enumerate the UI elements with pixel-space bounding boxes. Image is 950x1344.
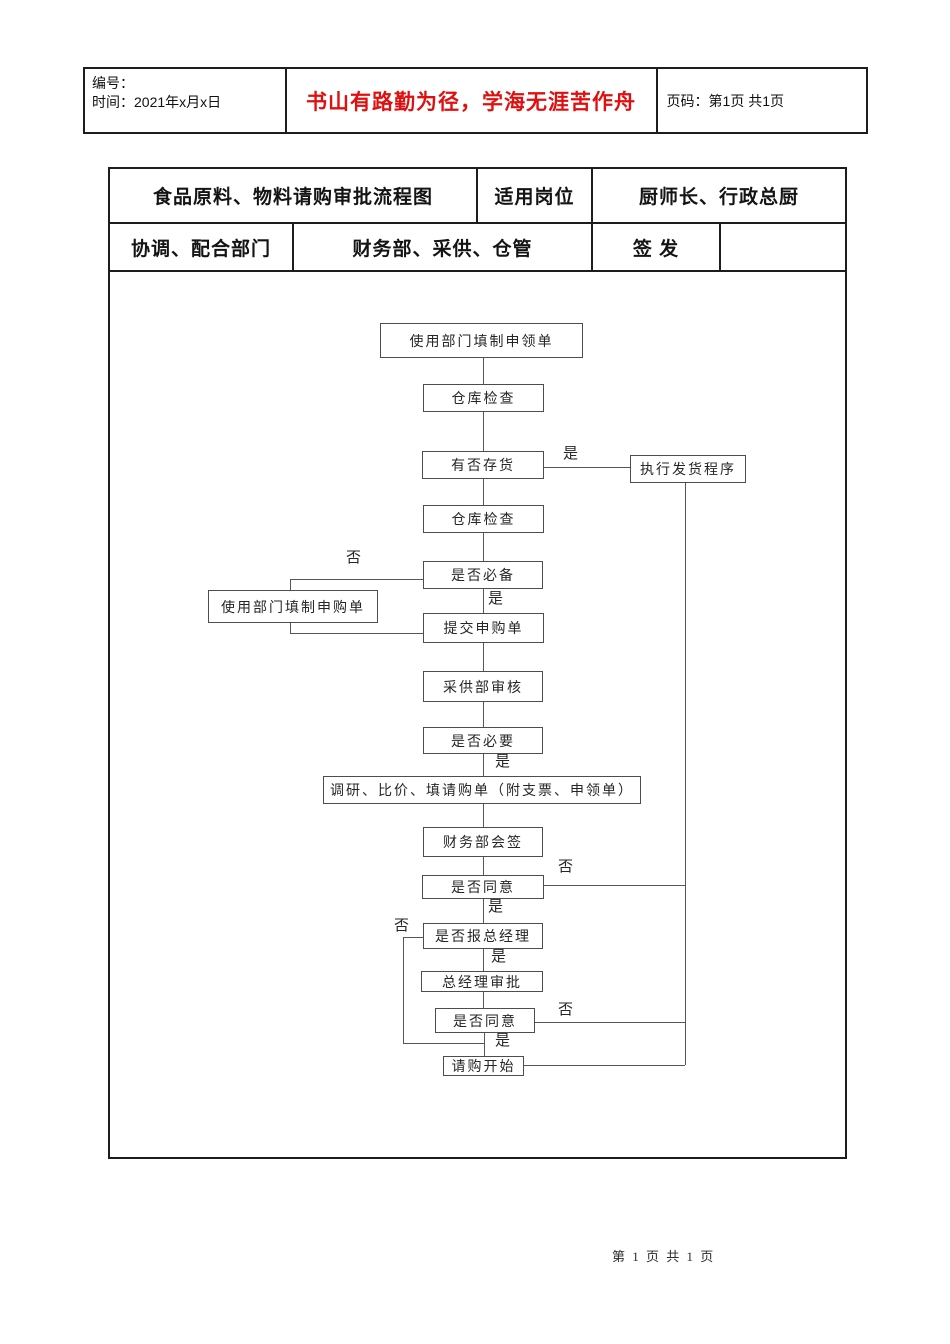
flow-connector-vertical — [483, 479, 484, 505]
branch-label: 是 — [488, 899, 504, 915]
branch-label: 否 — [558, 859, 574, 875]
coordination-label: 协调、配合部门 — [130, 238, 271, 260]
flow-connector-vertical — [483, 358, 484, 384]
flow-node-report-gm: 是否报总经理 — [423, 923, 543, 949]
flow-node-gm-approval: 总经理审批 — [421, 971, 543, 992]
flow-connector-vertical — [484, 1033, 485, 1056]
header-slogan-cell: 书山有路勤为径，学海无涯苦作舟 — [284, 69, 656, 132]
flow-node-agree-1: 是否同意 — [422, 875, 544, 899]
flow-node-procurement-review: 采供部审核 — [423, 671, 543, 702]
flow-node-warehouse-check-1: 仓库检查 — [423, 384, 544, 412]
flow-connector-vertical — [483, 857, 484, 875]
flow-connector-horizontal — [403, 937, 423, 938]
flow-connector-vertical — [483, 702, 484, 727]
flow-connector-vertical — [685, 483, 686, 1065]
flow-node-research-compare: 调研、比价、填请购单（附支票、申领单） — [323, 776, 641, 804]
flow-connector-horizontal — [535, 1022, 685, 1023]
flowchart-canvas: 使用部门填制申领单仓库检查有否存货执行发货程序仓库检查是否必备使用部门填制申购单… — [108, 270, 847, 1157]
flow-connector-vertical — [290, 623, 291, 633]
position-value: 厨师长、行政总厨 — [591, 169, 845, 222]
flow-connector-vertical — [483, 804, 484, 827]
page-footer: 第 1 页 共 1 页 — [612, 1249, 716, 1264]
flow-connector-vertical — [483, 643, 484, 671]
flow-connector-vertical — [290, 579, 291, 590]
branch-label: 否 — [346, 550, 362, 566]
branch-label: 否 — [394, 918, 410, 934]
flow-node-warehouse-check-2: 仓库检查 — [423, 505, 544, 533]
flow-connector-horizontal — [290, 633, 423, 634]
header-page-cell: 页码：第1页 共1页 — [655, 69, 866, 132]
flowchart-title: 食品原料、物料请购审批流程图 — [152, 187, 433, 208]
branch-label: 否 — [558, 1002, 574, 1018]
flow-connector-vertical — [483, 412, 484, 451]
header-meta-cell: 编号： 时间：2021年x月x日 — [85, 69, 285, 132]
flow-node-purchase-start: 请购开始 — [443, 1056, 524, 1076]
branch-label: 是 — [488, 591, 504, 607]
flow-node-submit-purchase-form: 提交申购单 — [423, 613, 544, 643]
sign-issue-value — [719, 224, 845, 270]
flow-connector-vertical — [403, 937, 404, 1043]
flow-connector-horizontal — [544, 467, 630, 468]
flow-connector-horizontal — [544, 885, 685, 886]
info-table: 食品原料、物料请购审批流程图 适用岗位 厨师长、行政总厨 协调、配合部门 财务部… — [108, 167, 847, 1159]
flow-node-fill-purchase-form: 使用部门填制申购单 — [208, 590, 378, 623]
flow-connector-horizontal — [403, 1043, 484, 1044]
branch-label: 是 — [495, 754, 511, 770]
flow-node-execute-delivery: 执行发货程序 — [630, 455, 746, 483]
sign-issue-label: 签 发 — [591, 224, 719, 270]
doc-time-label: 时间：2021年x月x日 — [92, 94, 222, 110]
flow-connector-vertical — [483, 754, 484, 776]
flow-connector-horizontal — [290, 579, 423, 580]
coordination-value: 财务部、采供、仓管 — [292, 224, 591, 270]
flow-node-finance-countersign: 财务部会签 — [423, 827, 543, 857]
flow-node-fill-requisition-form: 使用部门填制申领单 — [380, 323, 583, 358]
doc-number-label: 编号： — [92, 75, 134, 91]
flow-node-is-necessary: 是否必要 — [423, 727, 543, 754]
branch-label: 是 — [491, 949, 507, 965]
header-table: 编号： 时间：2021年x月x日 书山有路勤为径，学海无涯苦作舟 页码：第1页 … — [83, 67, 868, 134]
branch-label: 是 — [563, 446, 579, 462]
slogan-text: 书山有路勤为径，学海无涯苦作舟 — [306, 90, 637, 114]
flow-connector-vertical — [483, 589, 484, 613]
position-label: 适用岗位 — [476, 169, 591, 222]
flow-node-stock-available: 有否存货 — [422, 451, 544, 479]
flow-connector-vertical — [483, 533, 484, 561]
flow-connector-vertical — [483, 949, 484, 971]
branch-label: 是 — [495, 1033, 511, 1049]
flow-node-is-essential: 是否必备 — [423, 561, 543, 589]
info-table-row-1: 食品原料、物料请购审批流程图 适用岗位 厨师长、行政总厨 — [110, 169, 845, 224]
flow-connector-horizontal — [524, 1065, 685, 1066]
flow-node-agree-2: 是否同意 — [435, 1008, 535, 1033]
flow-connector-vertical — [483, 899, 484, 923]
flow-connector-vertical — [483, 992, 484, 1008]
page-number-label: 页码：第1页 共1页 — [666, 92, 784, 109]
info-table-row-2: 协调、配合部门 财务部、采供、仓管 签 发 — [110, 224, 845, 272]
